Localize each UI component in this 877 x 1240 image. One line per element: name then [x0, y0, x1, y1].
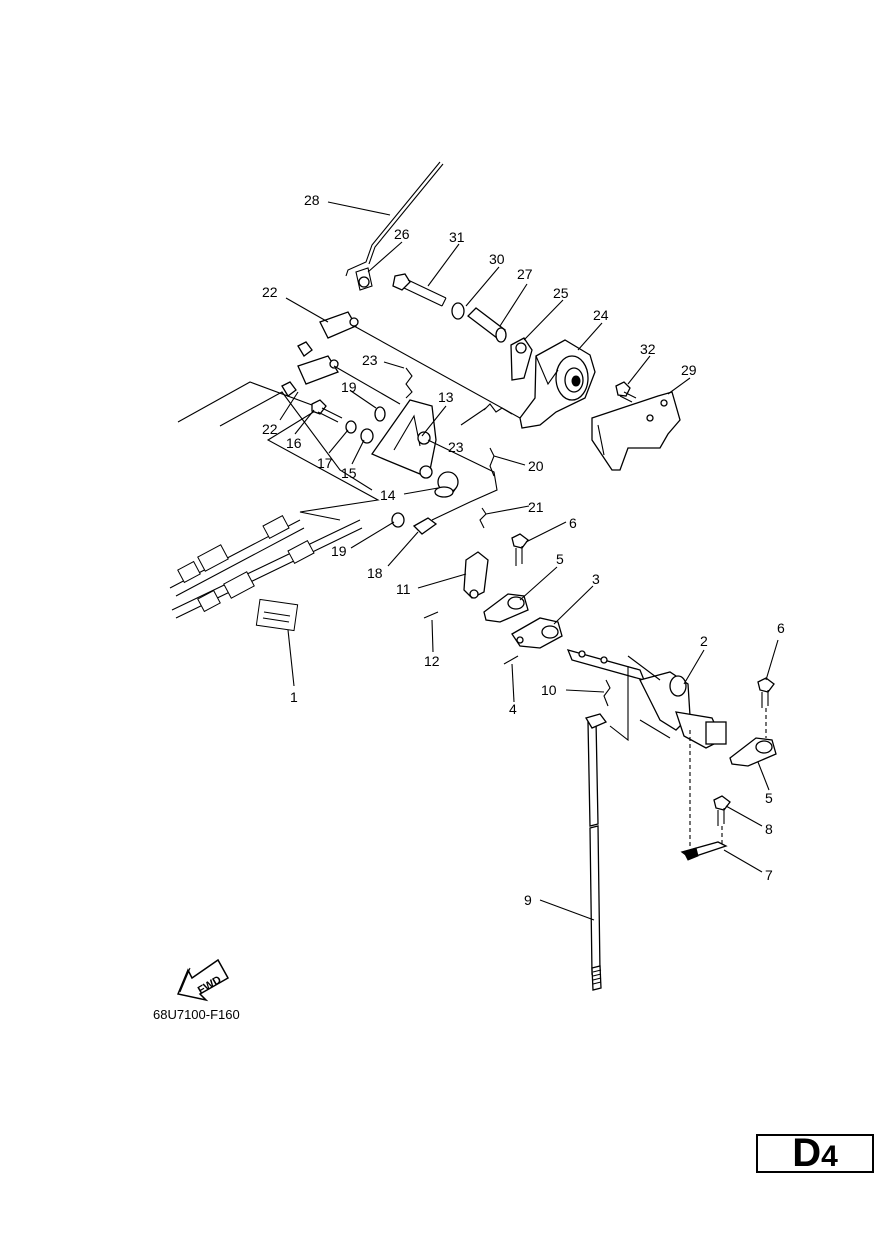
- callout-3: 3: [592, 571, 600, 587]
- page-code-box: D4: [756, 1131, 874, 1175]
- callout-17: 17: [317, 455, 333, 471]
- clip-10: [603, 679, 611, 707]
- callout-7: 7: [765, 867, 773, 883]
- bolt-6-lower: [757, 677, 775, 708]
- page-code-letter: D: [792, 1131, 822, 1175]
- callout-31: 31: [449, 229, 465, 245]
- callout-32: 32: [640, 341, 656, 357]
- callout-10: 10: [541, 682, 557, 698]
- clip-20: [489, 447, 495, 477]
- callout-6-upper: 6: [569, 515, 577, 531]
- callout-4: 4: [509, 701, 517, 717]
- callout-20: 20: [528, 458, 544, 474]
- callout-16: 16: [286, 435, 302, 451]
- holder-5-lower: [729, 737, 777, 767]
- callout-5-lower: 5: [765, 790, 773, 806]
- lever-3: [511, 617, 563, 649]
- callout-30: 30: [489, 251, 505, 267]
- callout-22-upper: 22: [262, 284, 278, 300]
- callout-23-lower: 23: [448, 439, 464, 455]
- bracket-29: [591, 391, 681, 471]
- washer-19-upper: [374, 406, 386, 422]
- rod-end-22-upper: [319, 311, 359, 339]
- callout-2: 2: [700, 633, 708, 649]
- callout-6-lower: 6: [777, 620, 785, 636]
- clip-23-upper: [405, 367, 413, 399]
- link-rod-upper: [353, 325, 521, 419]
- callout-15: 15: [341, 465, 357, 481]
- callout-12: 12: [424, 653, 440, 669]
- callout-29: 29: [681, 362, 697, 378]
- callout-18: 18: [367, 565, 383, 581]
- arm-18: [412, 517, 438, 535]
- shift-lever-24: [519, 339, 596, 429]
- page-code-number: 4: [821, 1140, 838, 1173]
- callout-9: 9: [524, 892, 532, 908]
- washer-30: [451, 302, 465, 320]
- callout-14: 14: [380, 487, 396, 503]
- bolt-6-upper: [511, 533, 529, 566]
- clip-26: [355, 267, 373, 291]
- washer-17: [345, 420, 357, 434]
- callout-labels: 1 2 3 4 5 5 6 6 7 8 9 10 11 12 13 14 15 …: [262, 192, 785, 908]
- shift-shaft-2: [566, 649, 727, 749]
- plate-7: [680, 841, 728, 861]
- long-rod-9: [585, 713, 608, 991]
- bolt-16: [311, 399, 343, 423]
- pin-12: [423, 611, 439, 619]
- shift-rod: [345, 161, 441, 277]
- callout-25: 25: [553, 285, 569, 301]
- callout-23-upper: 23: [362, 352, 378, 368]
- link-rod-18: [427, 439, 498, 521]
- clip-23-lower: [483, 403, 513, 415]
- callout-11: 11: [396, 581, 411, 597]
- callout-26: 26: [394, 226, 410, 242]
- callout-13: 13: [438, 389, 454, 405]
- rod-end-22-lower: [297, 355, 339, 385]
- callout-21: 21: [528, 499, 544, 515]
- callout-24: 24: [593, 307, 609, 323]
- callout-1: 1: [290, 689, 298, 705]
- callout-22-lower: 22: [262, 421, 278, 437]
- callout-5-upper: 5: [556, 551, 564, 567]
- collar-27: [467, 307, 507, 343]
- bolt-8: [713, 795, 731, 826]
- clip-21: [479, 507, 487, 529]
- washer-15: [360, 428, 374, 444]
- link-rod-lower: [333, 365, 401, 405]
- callout-19-upper: 19: [341, 379, 357, 395]
- nut-lower: [281, 381, 297, 397]
- callout-19-lower: 19: [331, 543, 347, 559]
- remote-control-cables: [169, 381, 380, 632]
- bolt-32: [615, 381, 637, 403]
- nut-upper: [297, 341, 313, 357]
- bracket-25: [510, 337, 533, 381]
- leader-lines: [279, 201, 779, 921]
- callout-27: 27: [517, 266, 533, 282]
- bracket-line: [609, 666, 629, 742]
- bushing-14: [434, 471, 459, 498]
- bolt-31: [392, 273, 447, 307]
- fwd-arrow-icon: FWD: [176, 958, 230, 1002]
- lever-11: [463, 551, 489, 599]
- pin-4: [503, 655, 519, 665]
- figure-code: 68U7100-F160: [153, 1007, 240, 1022]
- washer-19-lower: [391, 512, 405, 528]
- lever-bracket-13: [371, 399, 437, 479]
- callout-28: 28: [304, 192, 320, 208]
- callout-8: 8: [765, 821, 773, 837]
